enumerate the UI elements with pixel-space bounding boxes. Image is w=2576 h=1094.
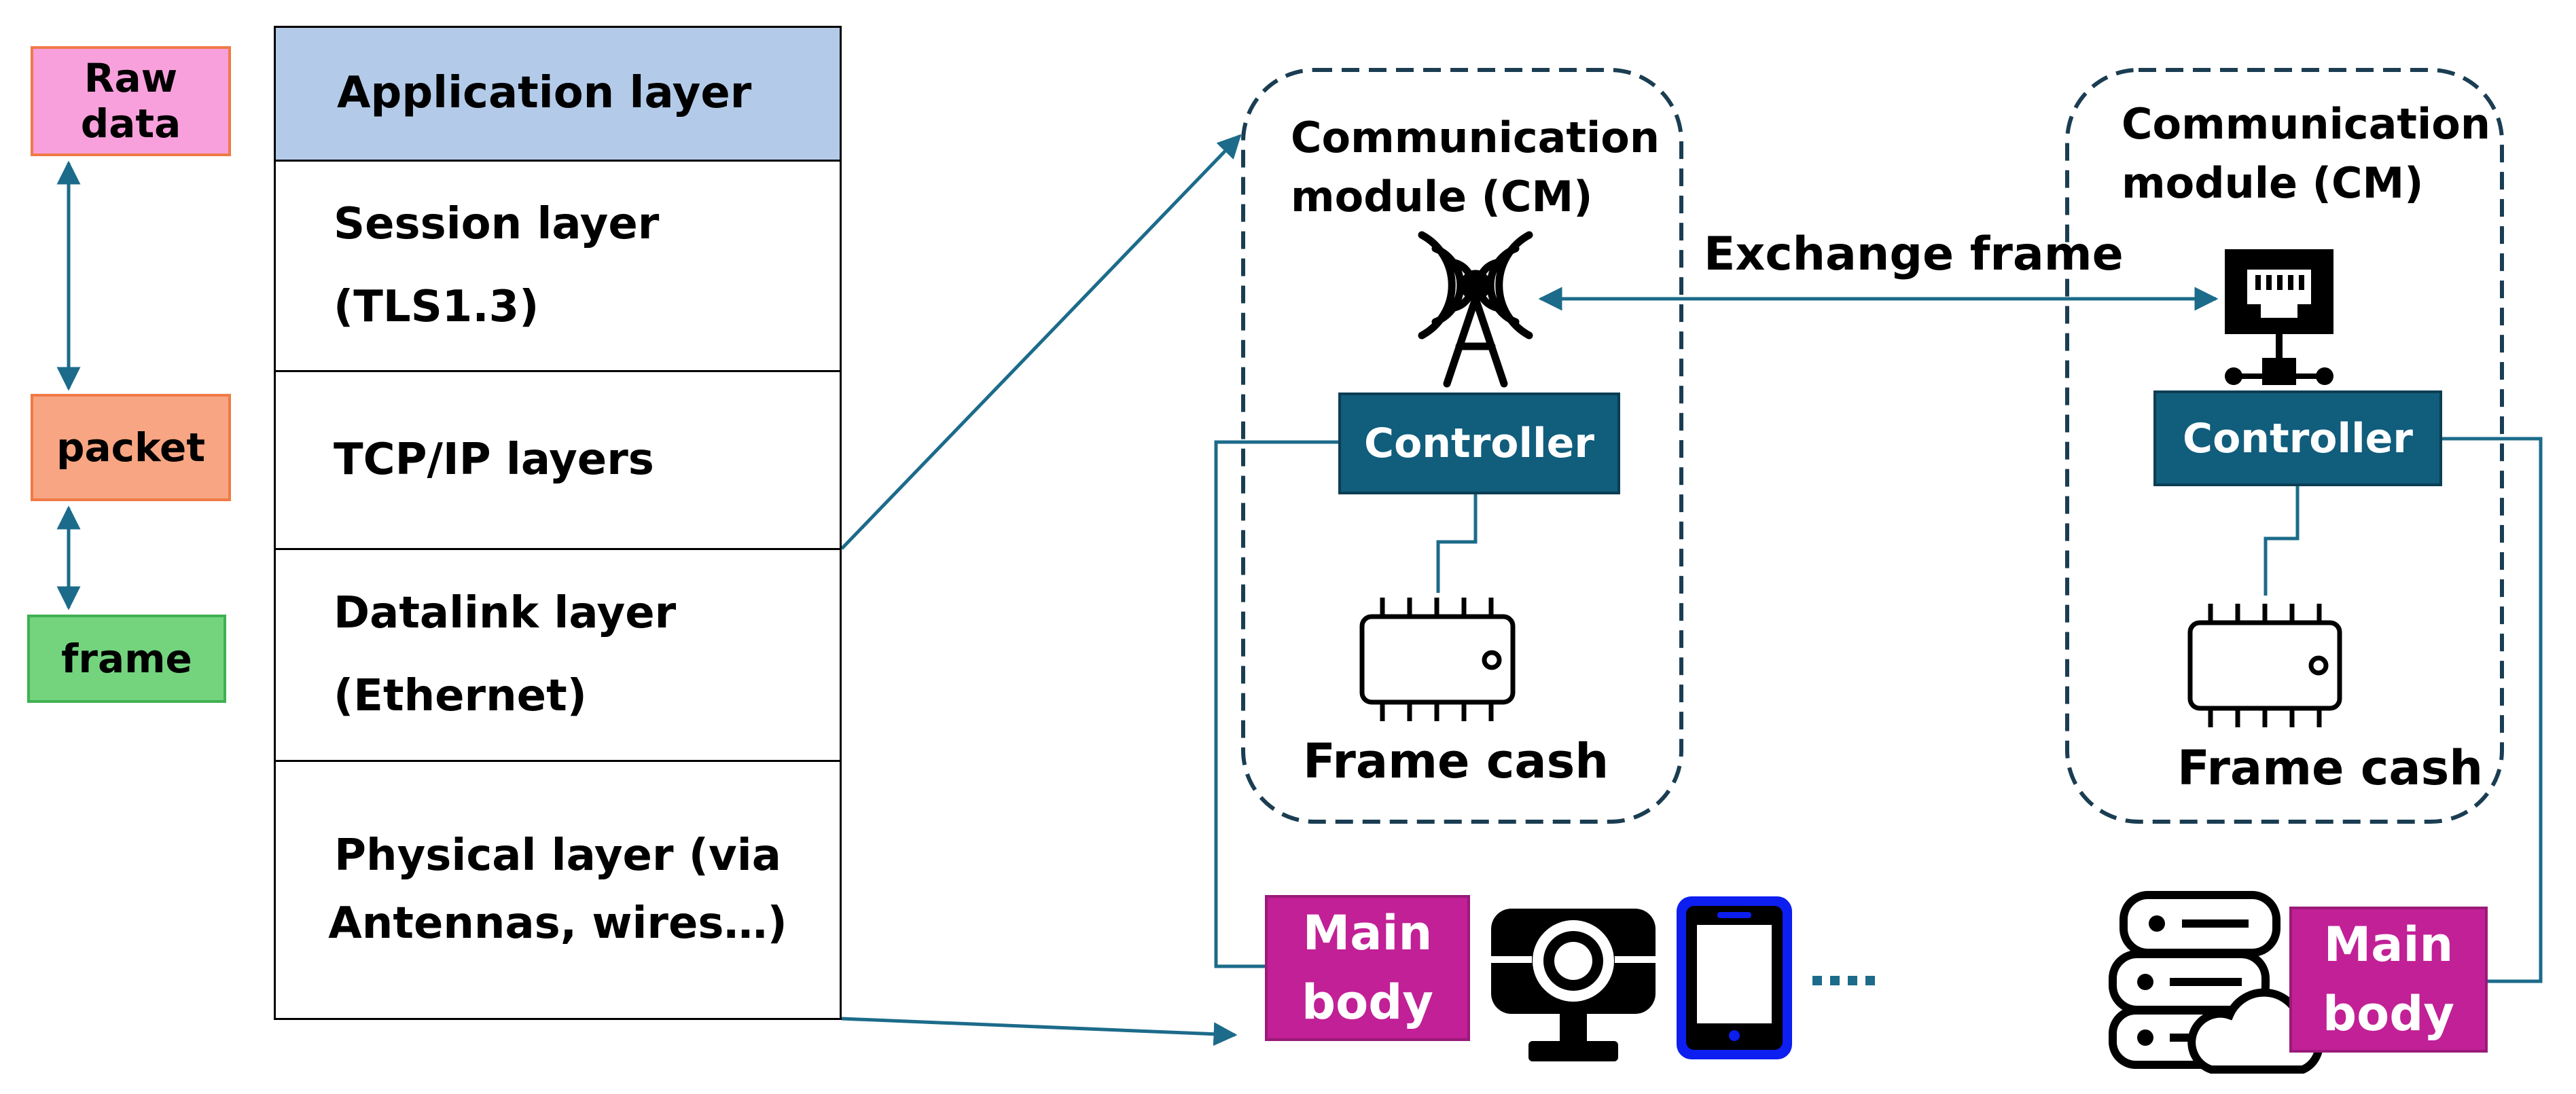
cloud-server-icon <box>2109 891 2323 1074</box>
right-cm-title: Communication module (CM) <box>2122 95 2490 213</box>
tcpip-layer: TCP/IP layers <box>274 372 842 550</box>
right-controller-label: Controller <box>2183 414 2413 462</box>
datalink-layer: Datalink layer (Ethernet) <box>274 550 842 762</box>
right-cache-link <box>2264 486 2300 596</box>
left-main-body-line2: body <box>1302 974 1433 1030</box>
right-main-body: Main body <box>2289 907 2488 1053</box>
right-controller: Controller <box>2153 390 2442 486</box>
left-frame-cache-chip-icon <box>1359 598 1516 721</box>
left-main-body: Main body <box>1265 895 1470 1041</box>
ethernet-port-icon <box>2225 249 2333 385</box>
physical-layer-media: Antennas, wires…) <box>328 898 787 949</box>
raw-data-tag: Raw data <box>31 46 231 156</box>
right-main-body-line1: Main <box>2323 917 2454 972</box>
application-layer: Application layer <box>274 26 842 162</box>
left-controller-label: Controller <box>1364 420 1594 467</box>
packet-tag: packet <box>31 394 231 501</box>
frame-label: frame <box>61 635 192 682</box>
raw-data-label: Raw data <box>80 55 181 147</box>
left-controller-link <box>1214 440 1338 968</box>
stack-to-device-arrow <box>841 1017 1238 1046</box>
right-controller-link <box>2442 437 2543 983</box>
datalink-layer-protocol: (Ethernet) <box>334 670 587 721</box>
more-dots-icon <box>1812 976 1875 985</box>
tcpip-layer-label: TCP/IP layers <box>334 434 654 485</box>
antenna-tower-icon <box>1418 231 1533 388</box>
packet-label: packet <box>56 424 206 471</box>
session-layer: Session layer (TLS1.3) <box>274 162 842 372</box>
right-frame-cache-chip-icon <box>2187 604 2342 727</box>
right-frame-cache-label: Frame cash <box>2177 740 2484 796</box>
right-main-body-line2: body <box>2323 985 2454 1042</box>
left-controller: Controller <box>1338 393 1620 494</box>
right-cm-boundary <box>2065 68 2504 824</box>
exchange-frame-label: Exchange frame <box>1704 227 2124 281</box>
tablet-icon <box>1677 896 1792 1059</box>
left-main-body-line1: Main <box>1302 905 1433 961</box>
right-cm-title-line1: Communication <box>2122 99 2491 149</box>
physical-layer-label: Physical layer (via <box>334 831 781 881</box>
frame-tag: frame <box>27 615 226 703</box>
left-cache-link <box>1436 494 1478 593</box>
datalink-layer-label: Datalink layer <box>334 587 677 638</box>
left-cm-title-line2: module (CM) <box>1291 171 1593 221</box>
application-layer-label: Application layer <box>337 68 752 119</box>
camera-icon <box>1491 909 1656 1061</box>
left-frame-cache-label: Frame cash <box>1303 733 1609 789</box>
physical-layer: Physical layer (via Antennas, wires…) <box>274 762 842 1020</box>
left-cm-boundary <box>1241 68 1683 824</box>
session-layer-protocol: (TLS1.3) <box>334 281 539 332</box>
session-layer-label: Session layer <box>334 198 660 249</box>
left-cm-title: Communication module (CM) <box>1291 109 1660 227</box>
left-cm-title-line1: Communication <box>1291 113 1660 162</box>
right-cm-title-line2: module (CM) <box>2122 158 2424 208</box>
stack-to-cm-arrow <box>840 134 1242 550</box>
